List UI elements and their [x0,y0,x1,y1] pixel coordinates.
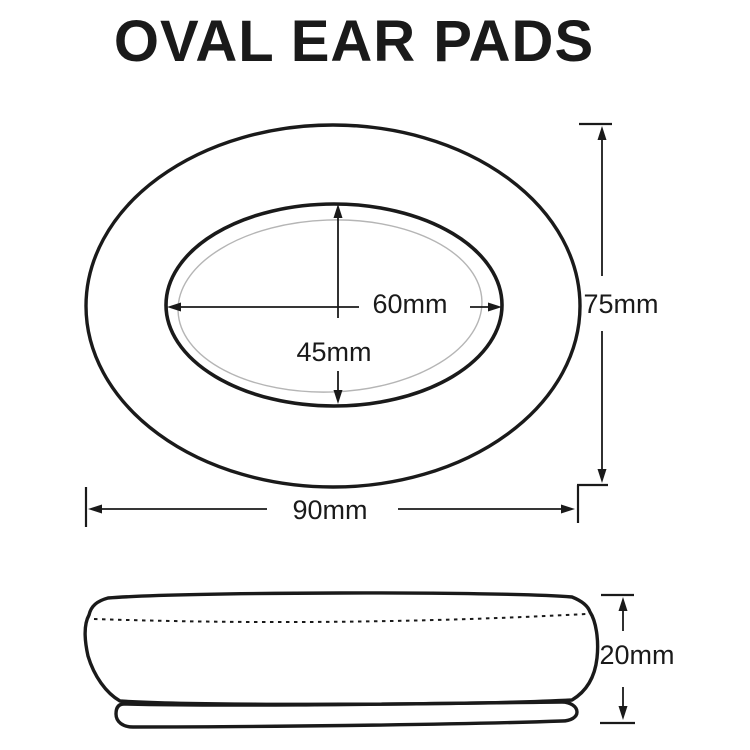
arrowhead-down-icon [597,469,607,483]
outer-width-label: 90mm [292,495,367,525]
arrowhead-right-icon [561,504,575,514]
inner-width-label: 60mm [372,289,447,319]
pad-lip-outline [114,700,579,729]
arrowhead-left-icon [88,504,102,514]
dim-thickness: 20mm [599,593,675,725]
dim-outer-width: 90mm [84,487,575,527]
pad-body-outline [83,591,600,706]
stitch-seam-dotted-line [93,613,587,624]
arrowhead-right-icon [488,302,502,312]
thickness-label: 20mm [599,640,674,670]
arrowhead-down-icon [333,390,343,404]
dim-inner-height: 45mm [296,204,372,404]
outer-height-label: 75mm [583,289,658,319]
inner-seam-line [177,219,483,393]
inner-oval-outline [164,202,504,408]
dim-inner-width: 60mm [167,289,502,319]
inner-height-label: 45mm [296,337,371,367]
arrowhead-up-icon [618,597,628,611]
outer-oval-outline [84,123,582,489]
dim-outer-height: 75mm [576,122,659,523]
page-title: OVAL EAR PADS [114,9,594,74]
top-view-diagram: 45mm 60mm 75mm [84,122,659,527]
side-view-diagram: 20mm [83,591,675,729]
arrowhead-up-icon [597,126,607,140]
arrowhead-up-icon [333,204,343,218]
arrowhead-left-icon [167,302,181,312]
arrowhead-down-icon [618,706,628,720]
